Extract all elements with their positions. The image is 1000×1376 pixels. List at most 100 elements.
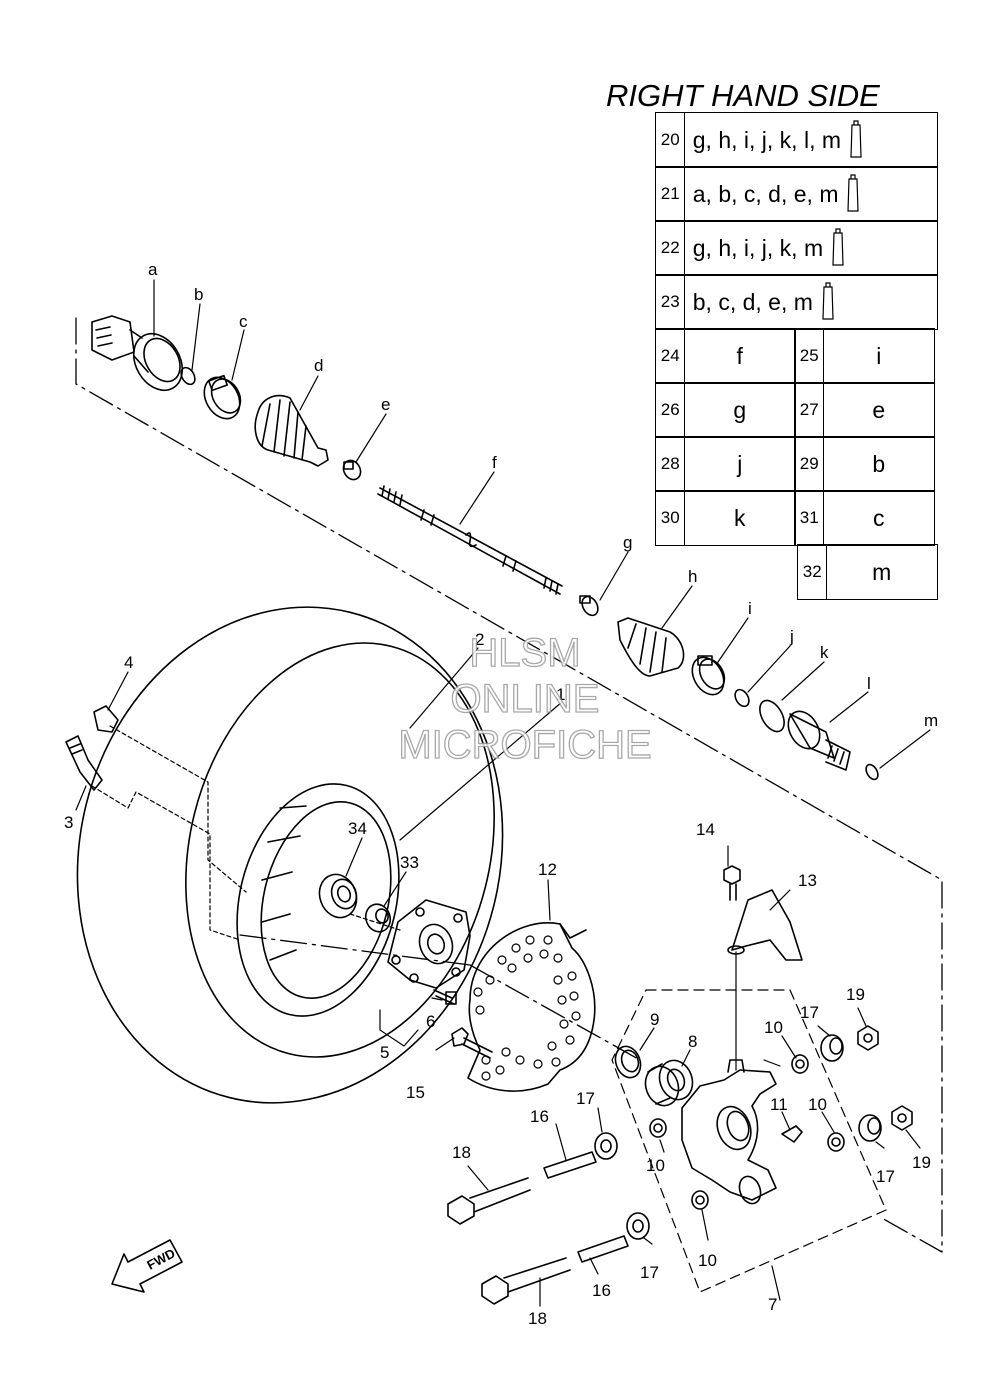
row-contents: g, h, i, j, k, l, m: [683, 112, 938, 168]
part-7-knuckle-group: [611, 989, 887, 1293]
callout-10-b: 10: [808, 1095, 827, 1114]
row-contents: b, c, d, e, m: [683, 274, 938, 330]
callout-4: 4: [124, 653, 133, 672]
callout-g: g: [623, 533, 632, 552]
part-l-inner-joint: [787, 710, 851, 771]
row-letter: g: [683, 382, 796, 438]
table-row: 21 a, b, c, d, e, m: [655, 166, 938, 222]
callout-labels: a b c d e f g h i j k l m 1 2 3 4 5 6 7 …: [64, 260, 938, 1328]
row-contents: g, h, i, j, k, m: [683, 220, 938, 276]
callout-33: 33: [400, 853, 419, 872]
assembly-axis-line: [75, 317, 943, 1253]
row-letter: i: [822, 328, 935, 384]
fwd-label: FWD: [144, 1246, 177, 1273]
part-m-circlip: [865, 763, 879, 781]
grease-tube-icon: [850, 120, 862, 158]
part-15-bolt: [451, 1027, 493, 1059]
callout-j: j: [789, 627, 794, 646]
callout-17-a: 17: [800, 1003, 819, 1022]
row-letter: j: [683, 436, 796, 492]
part-1-wheel: [236, 783, 400, 1017]
row-contents-text: g, h, i, j, k, l, m: [692, 126, 842, 153]
callout-5: 5: [380, 1043, 389, 1062]
callout-f: f: [492, 453, 497, 472]
drive-shaft-assembly: [91, 315, 879, 781]
table-row: 28 j 29 b: [655, 436, 935, 492]
callout-15: 15: [406, 1083, 425, 1102]
callout-16-a: 16: [530, 1107, 549, 1126]
part-10-bushes: [649, 1054, 845, 1210]
row-letter: c: [822, 490, 935, 546]
part-g-band: [579, 595, 599, 617]
row-number: 20: [655, 112, 686, 168]
part-j-circlip: [734, 688, 750, 708]
table-row: 22 g, h, i, j, k, m: [655, 220, 938, 276]
table-row: 30 k 31 c: [655, 490, 935, 546]
row-number: 24: [655, 328, 686, 384]
forward-arrow-icon: FWD: [111, 1239, 183, 1293]
callout-10-a: 10: [764, 1018, 783, 1037]
part-16-sleeves: [543, 1151, 629, 1263]
callout-12: 12: [538, 860, 557, 879]
row-letter: e: [822, 382, 935, 438]
table-row: 23 b, c, d, e, m: [655, 274, 938, 330]
callout-17-b: 17: [576, 1089, 595, 1108]
row-letter: m: [825, 544, 938, 600]
row-number: 22: [655, 220, 686, 276]
row-letter: f: [683, 328, 796, 384]
part-2-tire: [76, 606, 504, 1104]
part-12-brake-disc: [467, 922, 596, 1092]
part-6-bolt: [433, 989, 457, 1005]
part-14-bolt: [723, 865, 741, 901]
table-row: 20 g, h, i, j, k, l, m: [655, 112, 938, 168]
callout-9: 9: [650, 1010, 659, 1029]
callout-10-c: 10: [646, 1156, 665, 1175]
part-k-ring: [759, 699, 785, 733]
part-3-valve: [65, 735, 103, 791]
callout-11: 11: [770, 1095, 788, 1114]
row-number: 32: [797, 544, 828, 600]
part-8-bearing: [644, 1059, 694, 1107]
callout-18-a: 18: [452, 1143, 471, 1162]
row-contents-text: a, b, c, d, e, m: [692, 180, 839, 207]
part-19-nuts: [857, 1025, 913, 1131]
row-number: 23: [655, 274, 686, 330]
grease-tube-icon: [822, 282, 834, 320]
part-d-boot: [254, 394, 329, 467]
part-5-hub: [387, 899, 471, 989]
row-number: 28: [655, 436, 686, 492]
grease-tube-icon: [847, 174, 860, 212]
part-c-band: [203, 374, 242, 420]
callout-17-d: 17: [640, 1263, 659, 1282]
row-letter: k: [683, 490, 796, 546]
callout-7: 7: [768, 1295, 777, 1314]
part-34-hub-bearing: [318, 873, 358, 919]
table-row: 26 g 27 e: [655, 382, 935, 438]
row-number: 30: [655, 490, 686, 546]
row-number: 31: [794, 490, 825, 546]
part-4-valve-cap: [93, 705, 119, 733]
callout-b: b: [194, 285, 203, 304]
callout-3: 3: [64, 813, 73, 832]
row-number: 27: [794, 382, 825, 438]
part-9-circlip: [614, 1045, 642, 1079]
callout-i: i: [748, 599, 752, 618]
callout-16-b: 16: [592, 1281, 611, 1300]
callout-34: 34: [348, 819, 367, 838]
callout-10-d: 10: [698, 1251, 717, 1270]
callout-13: 13: [798, 871, 817, 890]
watermark: HLSM ONLINE MICROFICHE: [370, 630, 680, 768]
table-row: 32 m: [797, 544, 938, 600]
callout-h: h: [688, 567, 697, 586]
leader-lines: [75, 279, 931, 1307]
part-i-band: [691, 655, 726, 696]
callout-8: 8: [688, 1032, 697, 1051]
grease-tube-icon: [832, 228, 844, 266]
callout-14: 14: [696, 820, 715, 839]
callout-1: 1: [556, 685, 565, 704]
callout-6: 6: [426, 1012, 435, 1031]
part-f-shaft: [377, 485, 563, 595]
part-13-cover: [727, 889, 803, 961]
